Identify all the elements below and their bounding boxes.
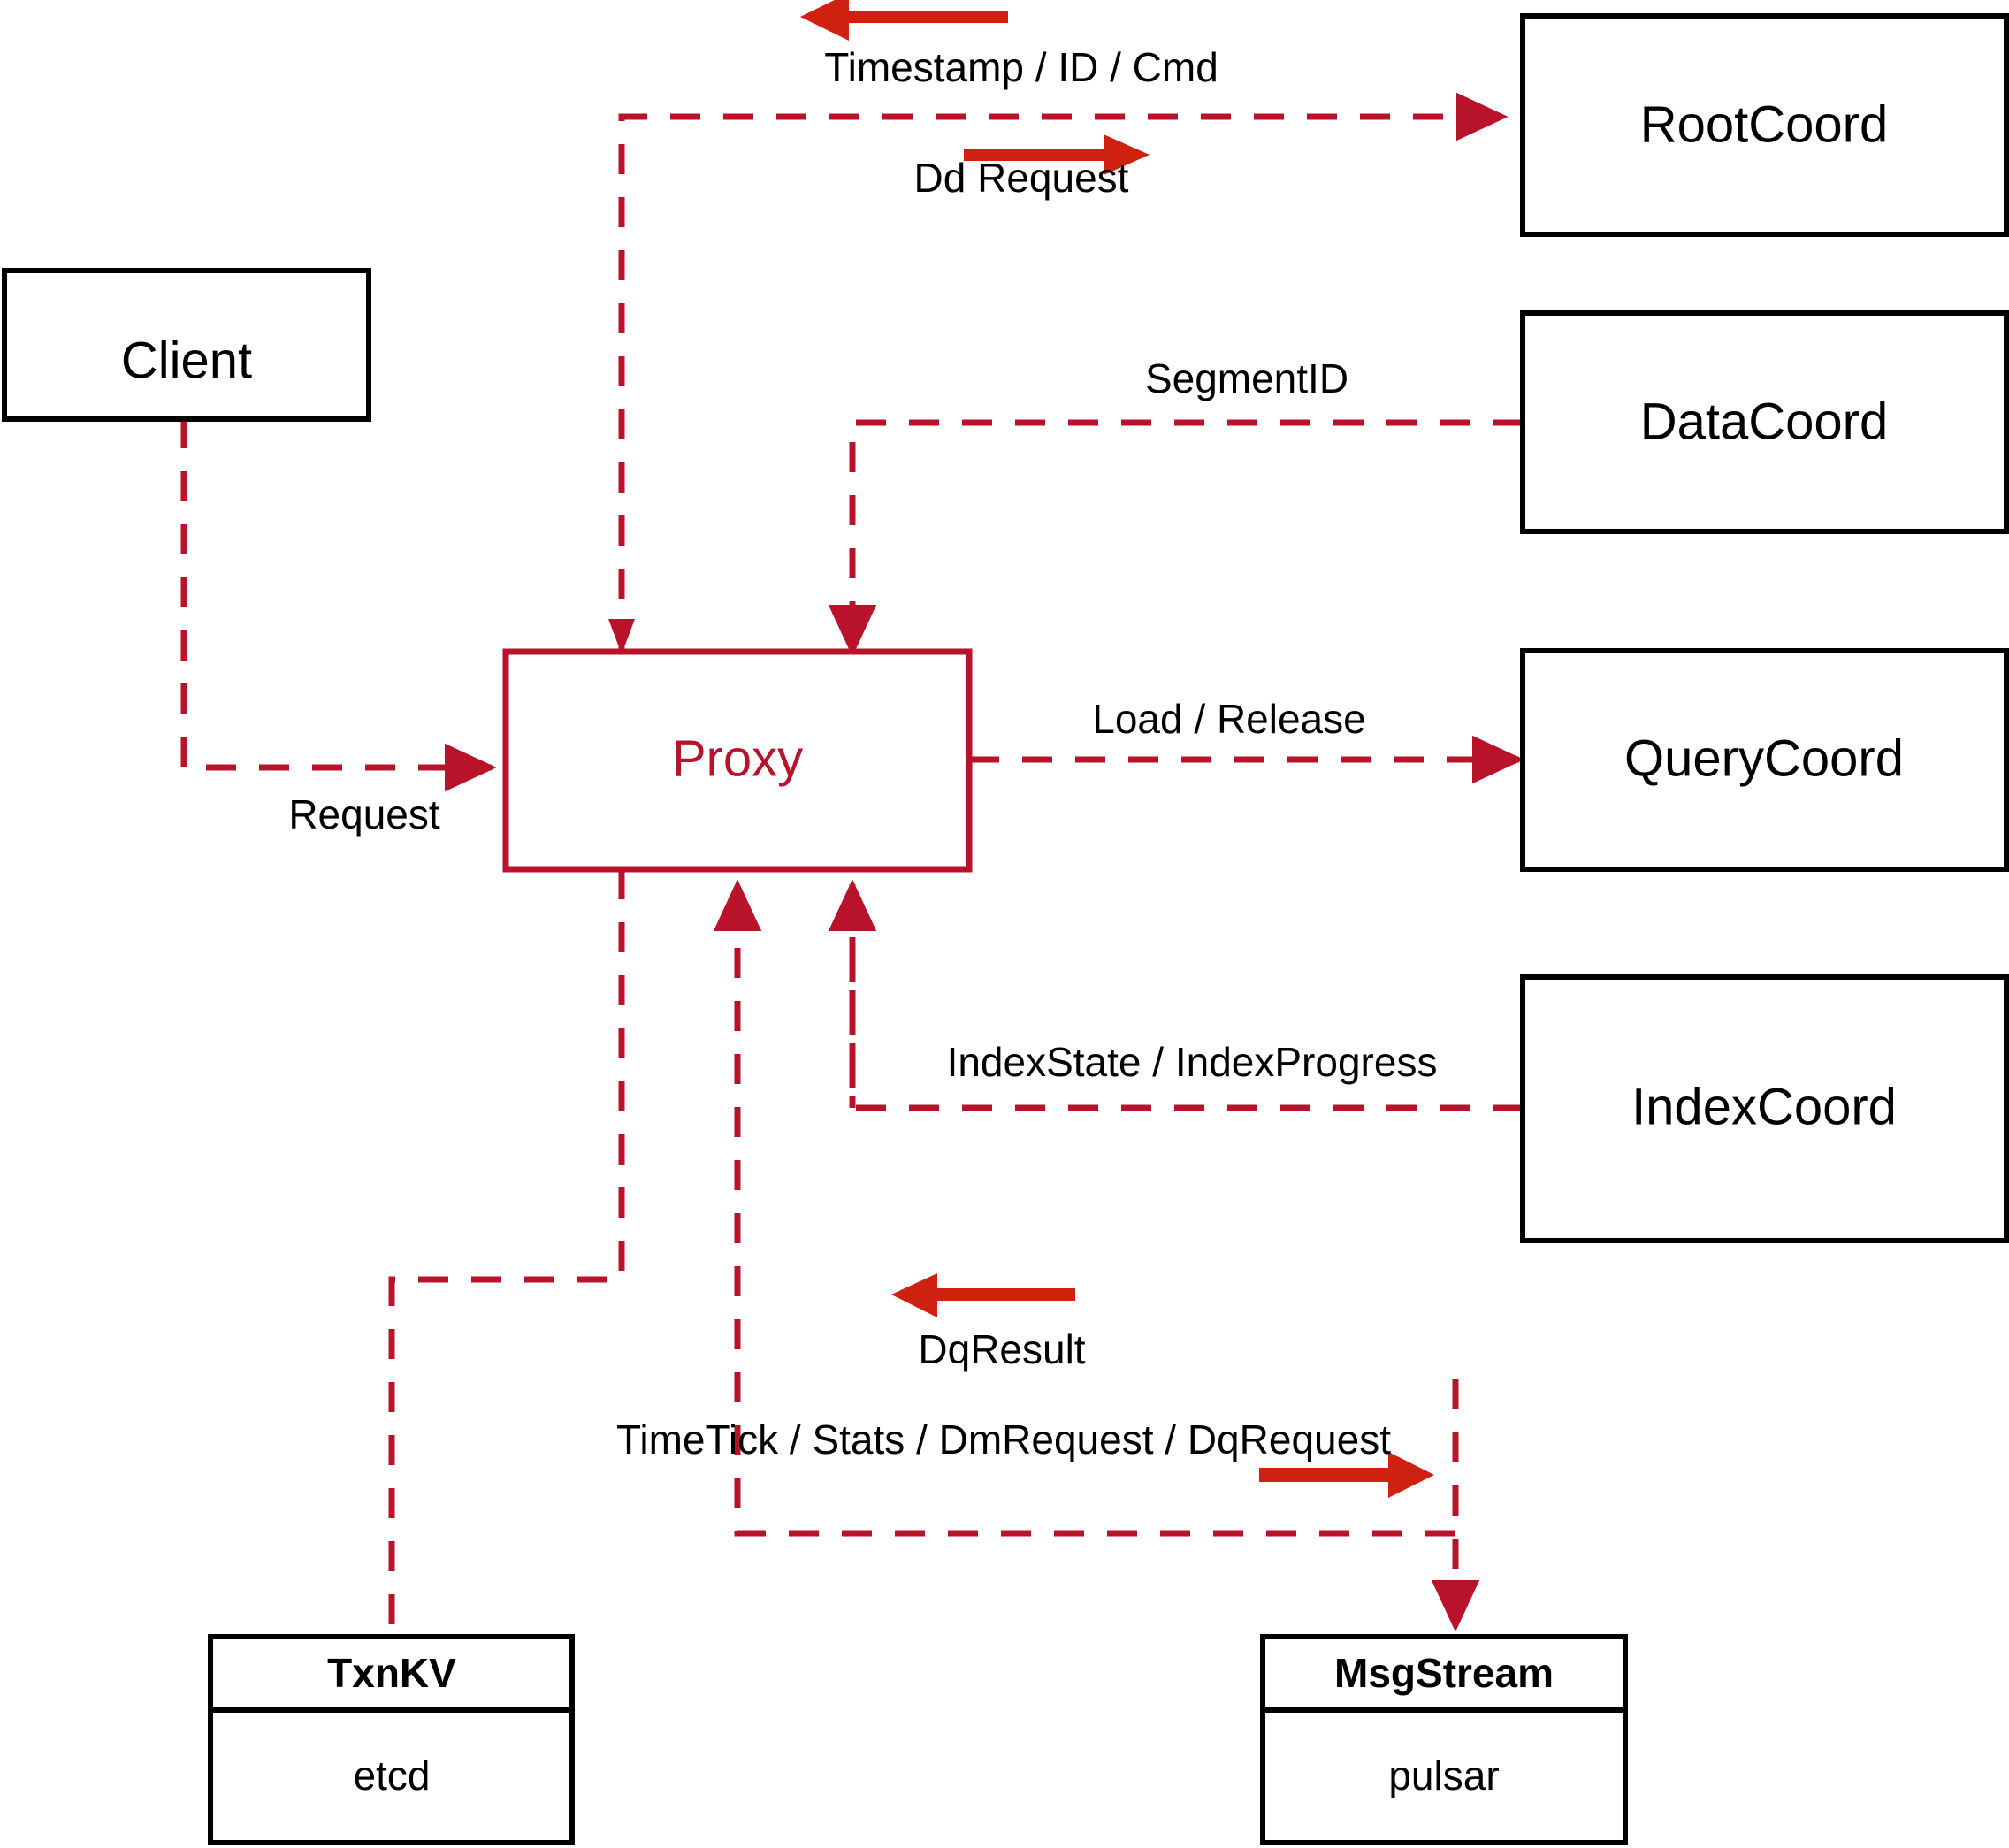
direction-arrow-timestamp bbox=[800, 0, 1008, 41]
node-client-label: Client bbox=[121, 332, 252, 389]
node-indexcoord-label: IndexCoord bbox=[1631, 1078, 1897, 1135]
node-datacoord[interactable]: DataCoord bbox=[1520, 310, 2009, 534]
node-txnkv[interactable]: TxnKV etcd bbox=[208, 1634, 575, 1845]
edge-label-timetick-stats: TimeTick / Stats / DmRequest / DqRequest bbox=[616, 1417, 1391, 1462]
edge-label-load-release: Load / Release bbox=[1092, 696, 1365, 742]
node-msgstream-title: MsgStream bbox=[1334, 1650, 1554, 1696]
edge-label-timestamp-id-cmd: Timestamp / ID / Cmd bbox=[824, 44, 1218, 90]
node-txnkv-impl: etcd bbox=[354, 1753, 431, 1798]
node-rootcoord[interactable]: RootCoord bbox=[1520, 13, 2009, 237]
node-querycoord[interactable]: QueryCoord bbox=[1520, 648, 2009, 872]
direction-arrow-dqresult bbox=[891, 1273, 1075, 1317]
edge-client-to-proxy bbox=[180, 418, 497, 792]
node-msgstream[interactable]: MsgStream pulsar bbox=[1260, 1634, 1628, 1845]
edge-label-request: Request bbox=[288, 791, 440, 837]
edge-label-dq-result: DqResult bbox=[918, 1326, 1085, 1372]
edge-proxy-to-rootcoord bbox=[618, 92, 1509, 652]
node-proxy-label: Proxy bbox=[672, 729, 803, 787]
node-rootcoord-label: RootCoord bbox=[1640, 95, 1888, 153]
edge-label-segment-id: SegmentID bbox=[1145, 355, 1348, 401]
edge-label-dd-request: Dd Request bbox=[914, 155, 1129, 201]
edge-rootcoord-to-proxy-head bbox=[608, 619, 635, 654]
edge-msgstream-to-proxy bbox=[713, 879, 1455, 1537]
edge-datacoord-to-proxy bbox=[828, 419, 1523, 657]
node-querycoord-label: QueryCoord bbox=[1624, 729, 1904, 787]
node-datacoord-label: DataCoord bbox=[1640, 393, 1888, 450]
node-client[interactable]: Client bbox=[2, 268, 371, 422]
node-indexcoord[interactable]: IndexCoord bbox=[1520, 974, 2009, 1243]
edge-proxy-to-txnkv bbox=[388, 869, 625, 1637]
direction-arrow-dqrequest bbox=[1259, 1452, 1434, 1498]
node-proxy[interactable]: Proxy bbox=[502, 648, 973, 873]
node-txnkv-title: TxnKV bbox=[327, 1650, 456, 1696]
node-msgstream-impl: pulsar bbox=[1388, 1753, 1499, 1798]
direction-arrow-dd-request bbox=[964, 134, 1150, 175]
edge-label-index-state-progress: IndexState / IndexProgress bbox=[947, 1039, 1438, 1085]
